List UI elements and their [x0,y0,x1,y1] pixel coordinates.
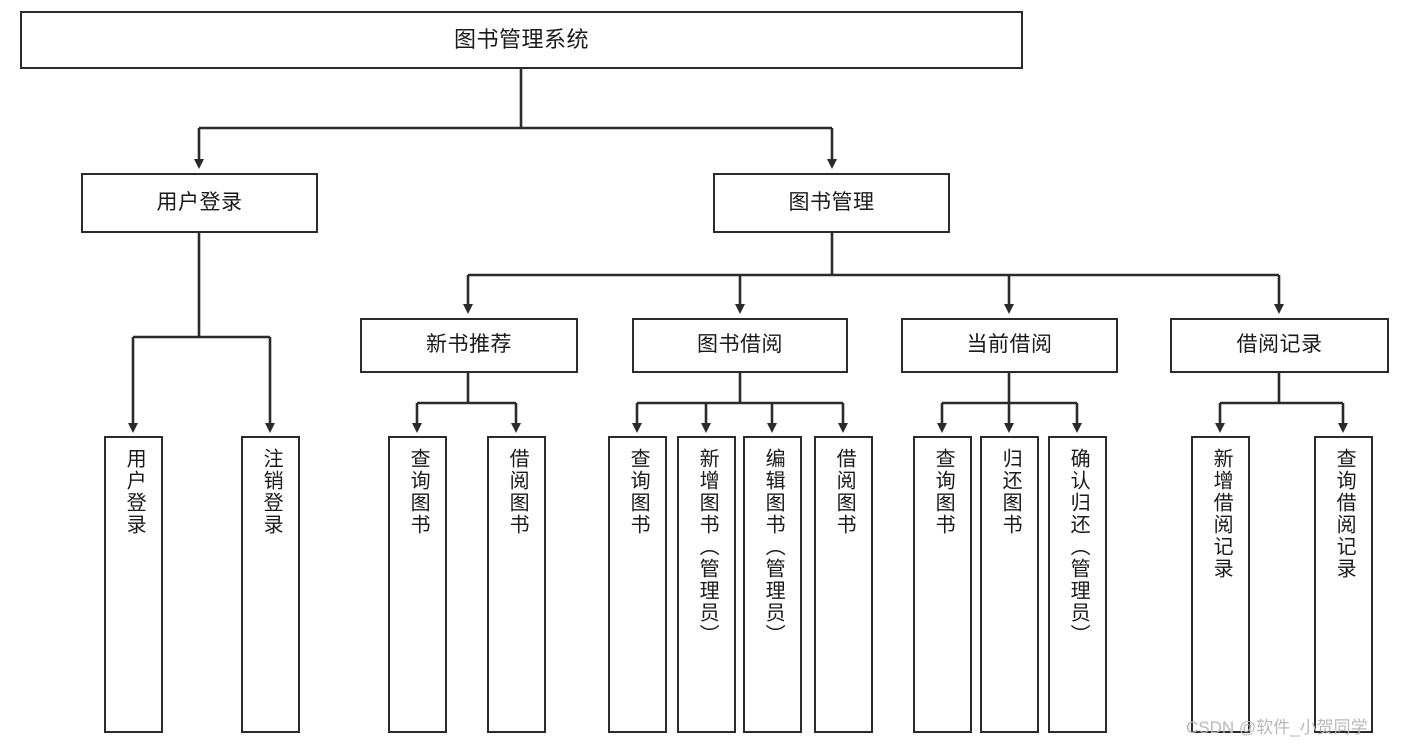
node-label: 当前借阅 [966,333,1053,357]
node-label: 用户登录 [123,448,146,536]
node-label: 借阅图书 [506,448,529,536]
leaf-current-borrow-confirm-return[interactable]: 确认归还（管理员） [1048,436,1107,733]
leaf-book-borrow-lend[interactable]: 借阅图书 [814,436,873,733]
node-borrow-record[interactable]: 借阅记录 [1170,318,1389,373]
leaf-borrow-record-add[interactable]: 新增借阅记录 [1191,436,1250,733]
node-user-login[interactable]: 用户登录 [81,173,318,233]
leaf-current-borrow-query[interactable]: 查询图书 [913,436,972,733]
node-current-borrow[interactable]: 当前借阅 [901,318,1118,373]
node-label: 查询借阅记录 [1333,448,1356,580]
node-root-system[interactable]: 图书管理系统 [20,11,1023,69]
node-label: 新书推荐 [426,333,512,357]
node-label: 用户登录 [156,190,243,214]
watermark-text: CSDN @软件_小贺同学 [1186,718,1368,737]
node-new-book-recommend[interactable]: 新书推荐 [360,318,578,373]
leaf-current-borrow-return[interactable]: 归还图书 [980,436,1039,733]
leaf-book-borrow-edit[interactable]: 编辑图书（管理员） [743,436,802,733]
node-label: 确认归还（管理员） [1067,448,1090,646]
node-label: 图书管理系统 [453,27,589,53]
node-label: 查询图书 [932,448,955,536]
leaf-borrow-record-query[interactable]: 查询借阅记录 [1314,436,1373,733]
leaf-user-login-logout[interactable]: 注销登录 [241,436,300,733]
leaf-new-book-borrow[interactable]: 借阅图书 [487,436,546,733]
node-label: 借阅图书 [833,448,856,536]
leaf-book-borrow-query[interactable]: 查询图书 [608,436,667,733]
node-label: 图书管理 [788,190,875,214]
node-label: 图书借阅 [697,333,783,357]
node-book-borrow[interactable]: 图书借阅 [632,318,848,373]
node-label: 注销登录 [260,448,283,536]
node-label: 查询图书 [627,448,650,536]
node-label: 归还图书 [999,448,1022,536]
node-book-management[interactable]: 图书管理 [713,173,950,233]
node-label: 编辑图书（管理员） [762,448,785,646]
node-label: 新增借阅记录 [1210,448,1233,580]
node-label: 新增图书（管理员） [696,448,719,646]
leaf-user-login-login[interactable]: 用户登录 [104,436,163,733]
node-label: 查询图书 [407,448,430,536]
node-label: 借阅记录 [1236,333,1323,357]
leaf-new-book-query[interactable]: 查询图书 [388,436,447,733]
leaf-book-borrow-add[interactable]: 新增图书（管理员） [677,436,736,733]
